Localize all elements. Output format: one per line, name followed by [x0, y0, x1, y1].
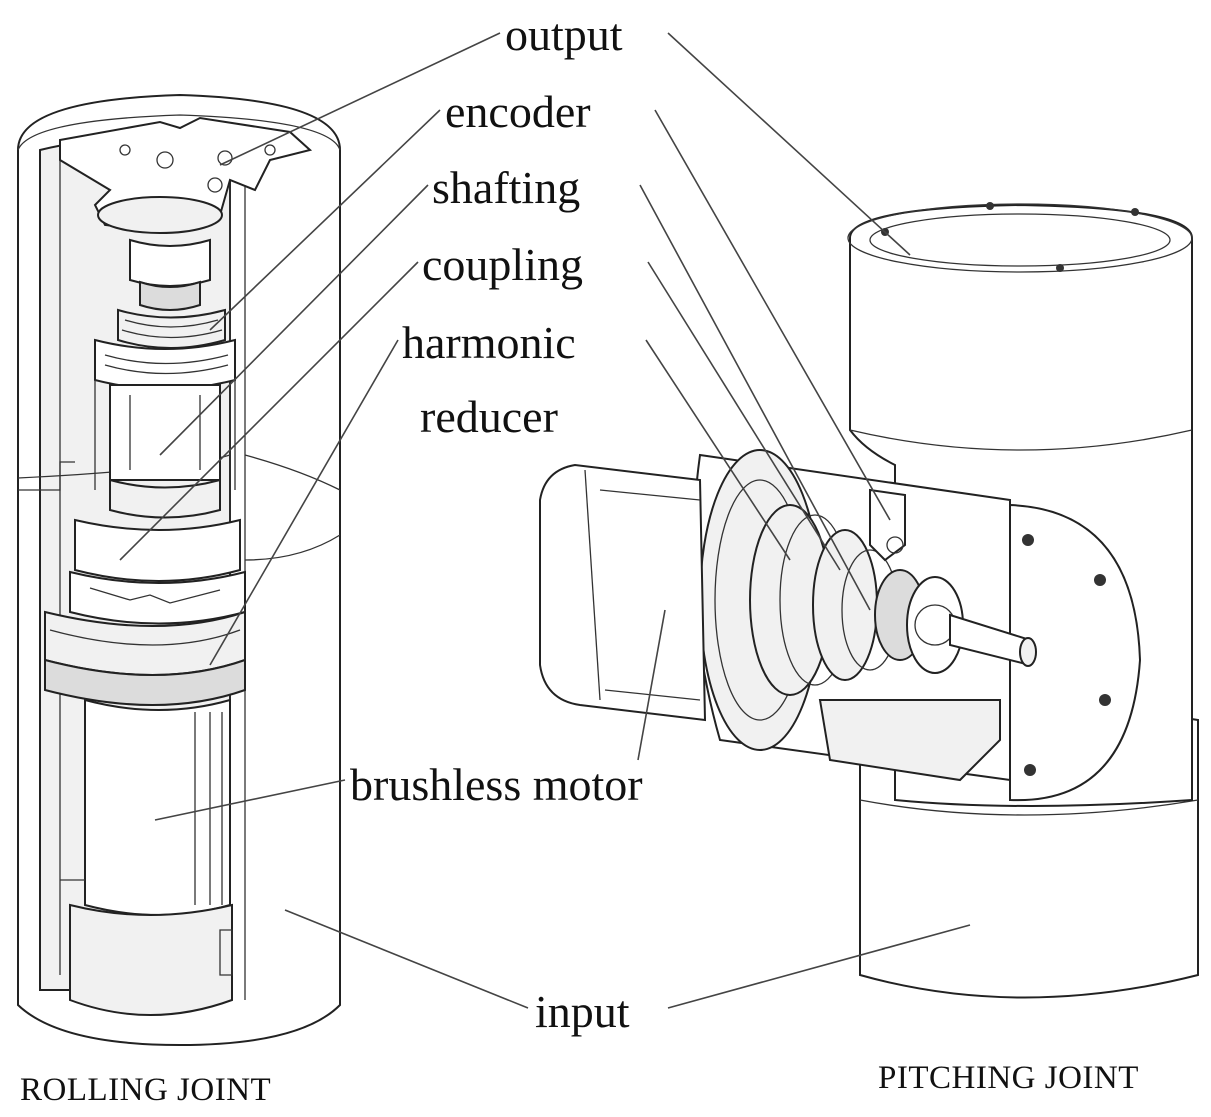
label-encoder: encoder	[445, 86, 591, 137]
label-brushless-motor: brushless motor	[350, 759, 643, 810]
label-coupling: coupling	[422, 239, 583, 290]
caption-pitching-joint: PITCHING JOINT	[878, 1060, 1139, 1096]
pitching-joint-drawing	[539, 202, 1199, 999]
rolling-harmonic-reducer	[74, 518, 241, 582]
pitching-encoder	[869, 488, 906, 562]
rolling-joint-drawing	[17, 93, 341, 1047]
part-labels: output encoder shafting coupling harmoni…	[350, 9, 643, 1037]
caption-rolling-joint: ROLLING JOINT	[20, 1072, 271, 1108]
pitching-brushless-motor	[539, 463, 707, 722]
label-shafting: shafting	[432, 162, 580, 213]
rolling-coupling	[109, 478, 221, 519]
rolling-brushless-motor	[84, 698, 231, 916]
leader-lines	[119, 32, 971, 1009]
label-input: input	[535, 986, 630, 1037]
rolling-shafting	[109, 384, 221, 481]
rolling-encoder	[117, 308, 226, 349]
label-reducer: reducer	[420, 391, 558, 442]
joint-captions: ROLLING JOINT PITCHING JOINT	[20, 1060, 1139, 1108]
label-harmonic: harmonic	[402, 317, 576, 368]
label-output: output	[505, 9, 623, 60]
